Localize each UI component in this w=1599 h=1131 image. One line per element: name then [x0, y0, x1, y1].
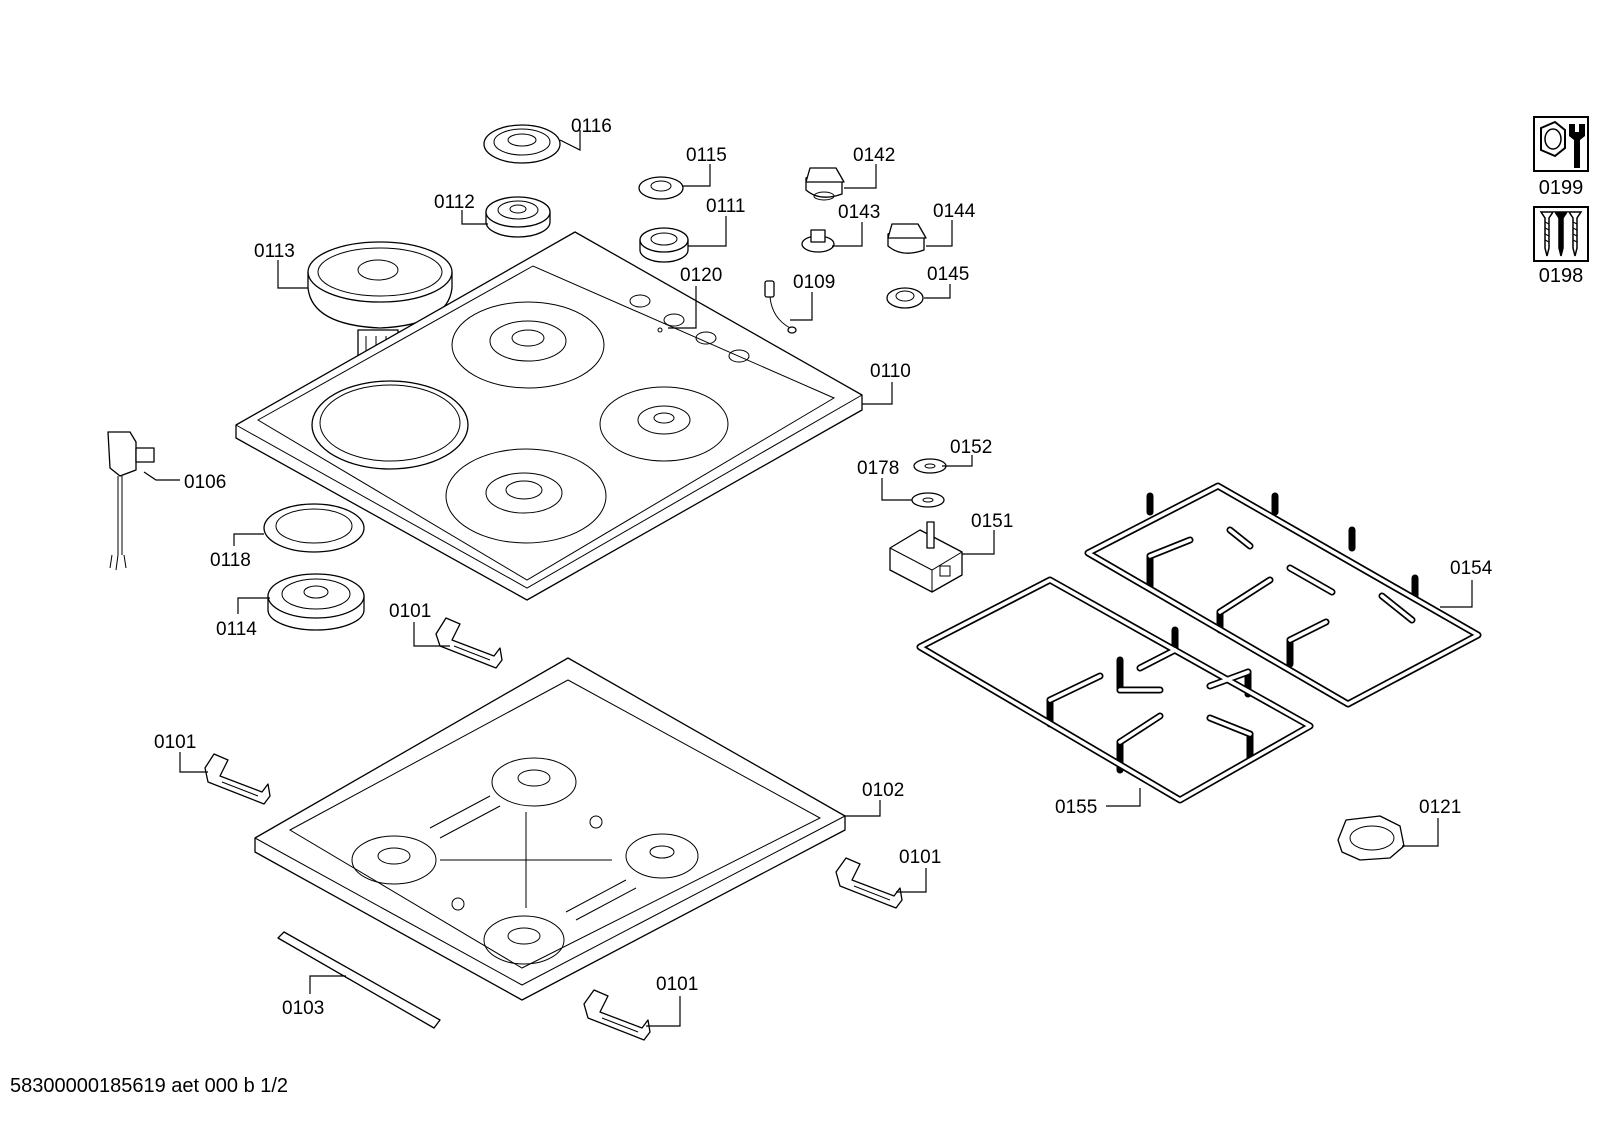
control-knob-0142: [805, 167, 845, 201]
label-0115: 0115: [686, 145, 727, 166]
label-0103: 0103: [282, 998, 324, 1019]
burner-cap-0116: [483, 124, 561, 164]
legend-label-0199: 0199: [1538, 177, 1584, 199]
burner-0111: [639, 227, 689, 263]
label-0111: 0111: [706, 196, 745, 217]
label-0113: 0113: [254, 241, 295, 262]
washer-0178: [911, 492, 945, 508]
burner-base-0114: [267, 573, 365, 631]
pan-support-grate-0155: [916, 576, 1314, 804]
wok-ring-0121: [1337, 815, 1405, 861]
hob-top-plate-0110: [235, 231, 863, 601]
label-0101-a: 0101: [389, 601, 431, 622]
label-0143: 0143: [838, 202, 880, 223]
label-0178: 0178: [857, 458, 899, 479]
knob-insert-0143: [801, 229, 835, 253]
leader-lines: [143, 130, 1473, 1027]
mounting-bracket-0101-d: [583, 989, 651, 1041]
burner-ring-0118: [263, 503, 365, 553]
power-plug-cable-0106: [107, 431, 155, 571]
label-0110: 0110: [870, 361, 911, 382]
nut-wrench-icon: [1533, 116, 1589, 172]
burner-0112: [485, 196, 551, 238]
label-0101-d: 0101: [656, 974, 698, 995]
burner-cap-0115: [638, 176, 684, 200]
label-0151: 0151: [971, 511, 1013, 532]
label-0116: 0116: [571, 116, 612, 137]
label-0112: 0112: [434, 192, 475, 213]
label-0109: 0109: [793, 272, 835, 293]
legend-label-0198: 0198: [1538, 265, 1584, 287]
hob-base-tray-0102: [254, 657, 846, 1001]
mounting-bracket-0101-b: [204, 753, 271, 805]
label-0144: 0144: [933, 201, 976, 222]
mounting-bracket-0101-c: [835, 857, 903, 909]
label-0152: 0152: [950, 437, 992, 458]
label-0114: 0114: [216, 619, 257, 640]
control-knob-0144: [887, 223, 927, 254]
washer-0152: [913, 458, 947, 474]
label-0120: 0120: [680, 265, 722, 286]
label-0121: 0121: [1419, 797, 1461, 818]
document-footer-code: 58300000185619 aet 000 b 1/2: [10, 1075, 289, 1097]
part-labels: 0116 0115 0142 0112 0111 0143 0144 0113 …: [154, 116, 1493, 1019]
label-0118: 0118: [210, 550, 251, 571]
label-0142: 0142: [853, 145, 895, 166]
screws-icon: [1533, 206, 1589, 262]
label-0154: 0154: [1450, 558, 1493, 579]
label-0106: 0106: [184, 472, 226, 493]
thermocouple-0109: [764, 280, 797, 334]
energy-regulator-0151: [889, 521, 963, 593]
label-0101-c: 0101: [899, 847, 941, 868]
pan-support-grate-0154: [1084, 482, 1482, 708]
label-0155: 0155: [1055, 797, 1097, 818]
mounting-bracket-0101-a: [435, 617, 503, 669]
label-0145: 0145: [927, 264, 969, 285]
sealing-strip-0103: [277, 931, 441, 1029]
label-0102: 0102: [862, 780, 904, 801]
label-0101-b: 0101: [154, 732, 196, 753]
knob-ring-0145: [886, 287, 924, 309]
